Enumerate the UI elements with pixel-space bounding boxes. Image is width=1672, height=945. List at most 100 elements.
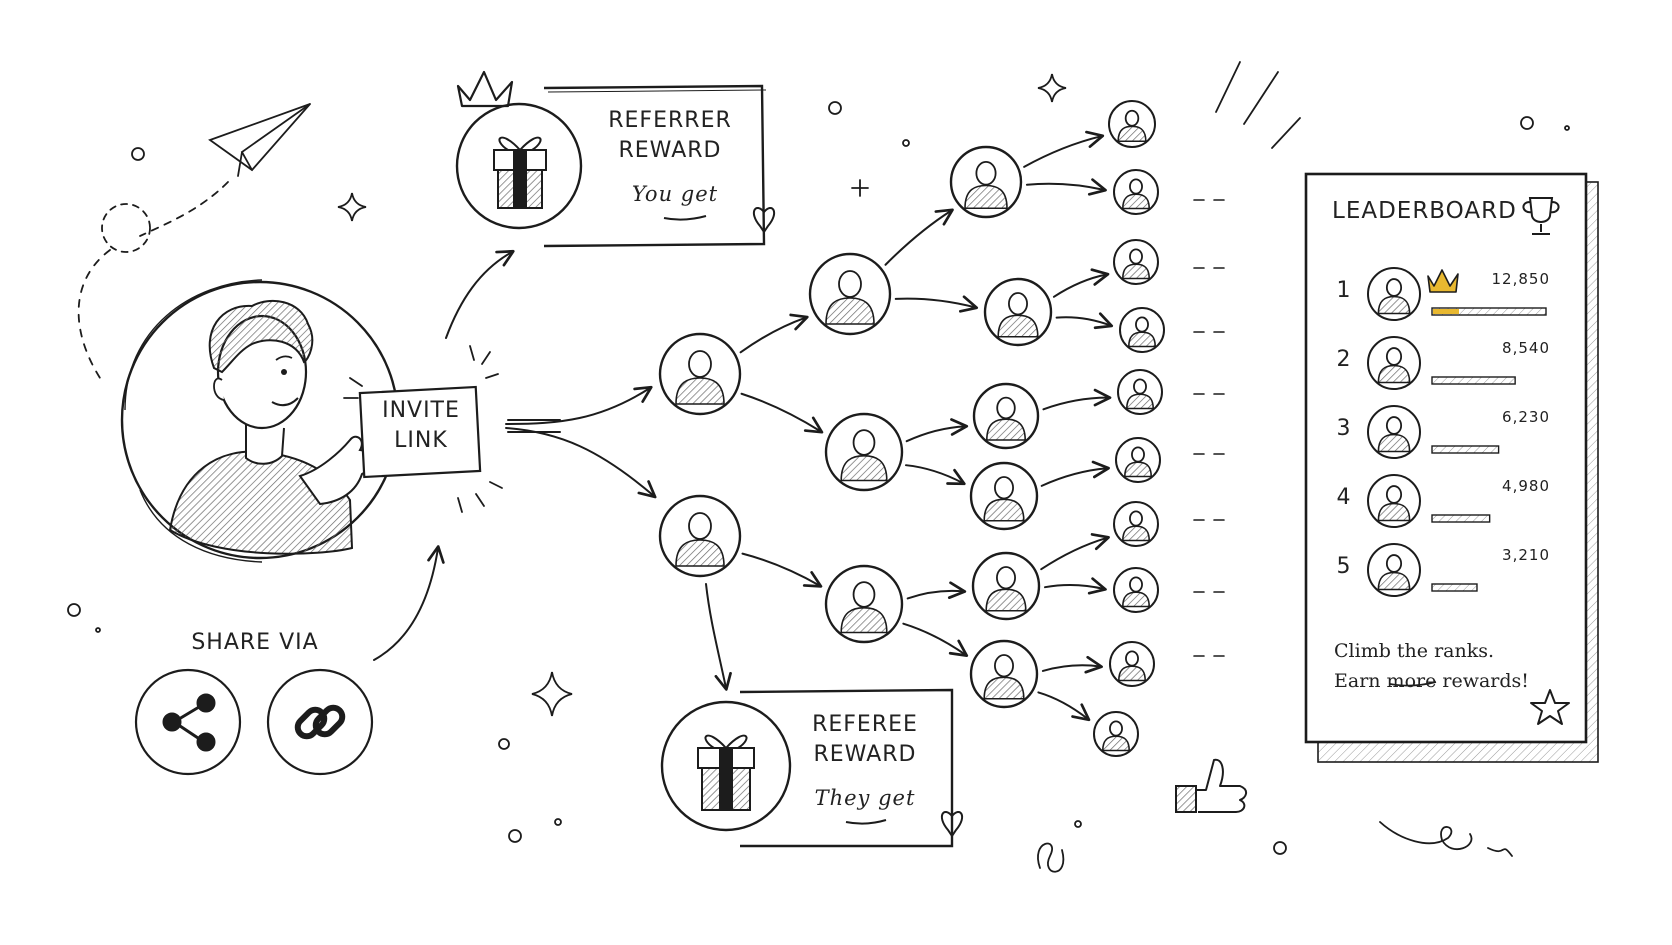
leaderboard-rank: 4 <box>1336 485 1352 510</box>
invite-line-1: INVITE <box>382 398 460 423</box>
tree-arrow <box>884 208 954 266</box>
leaderboard-rank: 3 <box>1336 416 1352 441</box>
referral-node <box>658 494 742 578</box>
sparkle-icon <box>337 192 367 222</box>
decorations <box>67 61 1570 873</box>
gift-icon <box>493 136 547 209</box>
referral-leaf-node <box>1115 437 1161 483</box>
leaderboard-rank: 1 <box>1336 278 1352 303</box>
referral-node <box>808 252 892 336</box>
sparkle-icon <box>1037 73 1067 103</box>
link-icon <box>294 704 346 740</box>
tree-arrow <box>739 313 809 354</box>
sparkle-icon <box>531 671 573 717</box>
tree-arrow <box>1025 178 1107 196</box>
share-via-label: SHARE VIA <box>191 630 319 655</box>
tree-arrow <box>1023 130 1105 168</box>
tree-arrow <box>1037 691 1091 722</box>
referral-node <box>969 639 1039 709</box>
referrer-reward-title: REFERRER REWARD <box>590 106 750 166</box>
tree-arrow <box>741 552 823 588</box>
leaderboard-avatar <box>1367 336 1421 390</box>
leaderboard-rank: 2 <box>1336 347 1352 372</box>
invite-link-card <box>343 345 503 513</box>
referral-node <box>971 551 1041 621</box>
dot-icon <box>131 147 145 161</box>
score-bar <box>1431 514 1491 523</box>
tree-arrow <box>1055 312 1114 330</box>
plus-icon <box>851 179 869 197</box>
leaderboard-score: 3,210 <box>1502 546 1550 564</box>
referral-leaf-node <box>1113 501 1159 547</box>
score-bar <box>1431 307 1547 316</box>
referral-leaf-node <box>1093 711 1139 757</box>
tree-arrow <box>1042 388 1112 411</box>
referral-node <box>969 461 1039 531</box>
invite-link-label[interactable]: INVITE LINK <box>356 396 486 456</box>
tagline-line-1: Climb the ranks. <box>1334 640 1495 662</box>
referrer-reward-note: You get <box>631 182 719 206</box>
referral-leaf-node <box>1113 169 1159 215</box>
share-icon <box>162 693 216 752</box>
trophy-icon <box>1522 197 1560 235</box>
score-bar <box>1431 445 1500 454</box>
referral-leaf-node <box>1109 641 1155 687</box>
referee-line-2: REWARD <box>813 742 917 767</box>
tree-arrow <box>904 464 966 486</box>
referral-node <box>658 332 742 416</box>
gift-icon <box>697 734 755 811</box>
leaderboard-score: 4,980 <box>1502 477 1550 495</box>
referee-line-1: REFEREE <box>812 712 918 737</box>
tree-arrow <box>1041 655 1103 674</box>
heart-icon <box>752 207 776 234</box>
referral-node <box>824 564 904 644</box>
star-icon <box>1530 689 1570 725</box>
crown-icon <box>1427 269 1459 293</box>
leaderboard-rows <box>1367 267 1547 597</box>
tree-arrow <box>740 392 824 434</box>
referral-tree-edges <box>739 130 1114 722</box>
leaderboard-score: 8,540 <box>1502 339 1550 357</box>
invite-line-2: LINK <box>394 428 448 453</box>
score-bar <box>1431 583 1478 592</box>
paper-plane-icon <box>139 103 311 237</box>
referee-reward-note: They get <box>814 786 916 810</box>
swirl-icon <box>1037 842 1065 873</box>
crown-icon <box>456 70 514 108</box>
leaderboard-rank: 5 <box>1336 554 1352 579</box>
referral-node <box>949 145 1023 219</box>
referral-leaf-node <box>1113 567 1159 613</box>
referrer-line-2: REWARD <box>618 138 722 163</box>
referral-leaf-node <box>1108 100 1156 148</box>
tagline-line-2: Earn more rewards! <box>1334 670 1529 692</box>
referral-tree-nodes <box>658 100 1165 757</box>
referral-node <box>972 382 1040 450</box>
referral-leaf-node <box>1113 239 1159 285</box>
share-buttons <box>134 668 374 776</box>
leaderboard-avatar <box>1367 474 1421 528</box>
referral-leaf-node <box>1119 307 1165 353</box>
referral-node <box>983 277 1053 347</box>
tree-arrow <box>905 418 969 443</box>
leaderboard-avatar <box>1367 405 1421 459</box>
referee-reward-card <box>660 688 964 848</box>
tree-arrow <box>906 581 967 600</box>
tree-arrow <box>902 622 969 657</box>
tree-arrow <box>1040 460 1110 487</box>
referral-node <box>824 412 904 492</box>
referral-leaf-node <box>1117 369 1163 415</box>
leaderboard-score: 6,230 <box>1502 408 1550 426</box>
leaderboard-title: LEADERBOARD <box>1332 198 1517 224</box>
leaderboard-avatar <box>1367 267 1421 321</box>
flow-arrows <box>373 249 732 691</box>
tree-arrow <box>1052 268 1110 298</box>
referrer-reward-card <box>455 70 776 248</box>
score-bar-highlight <box>1433 309 1459 314</box>
leaderboard-tagline: Climb the ranks. Earn more rewards! <box>1334 636 1564 696</box>
referee-reward-title: REFEREE REWARD <box>790 710 940 770</box>
leaderboard-score: 12,850 <box>1491 270 1550 288</box>
heart-icon <box>940 811 964 838</box>
tree-arrow <box>1043 577 1107 595</box>
